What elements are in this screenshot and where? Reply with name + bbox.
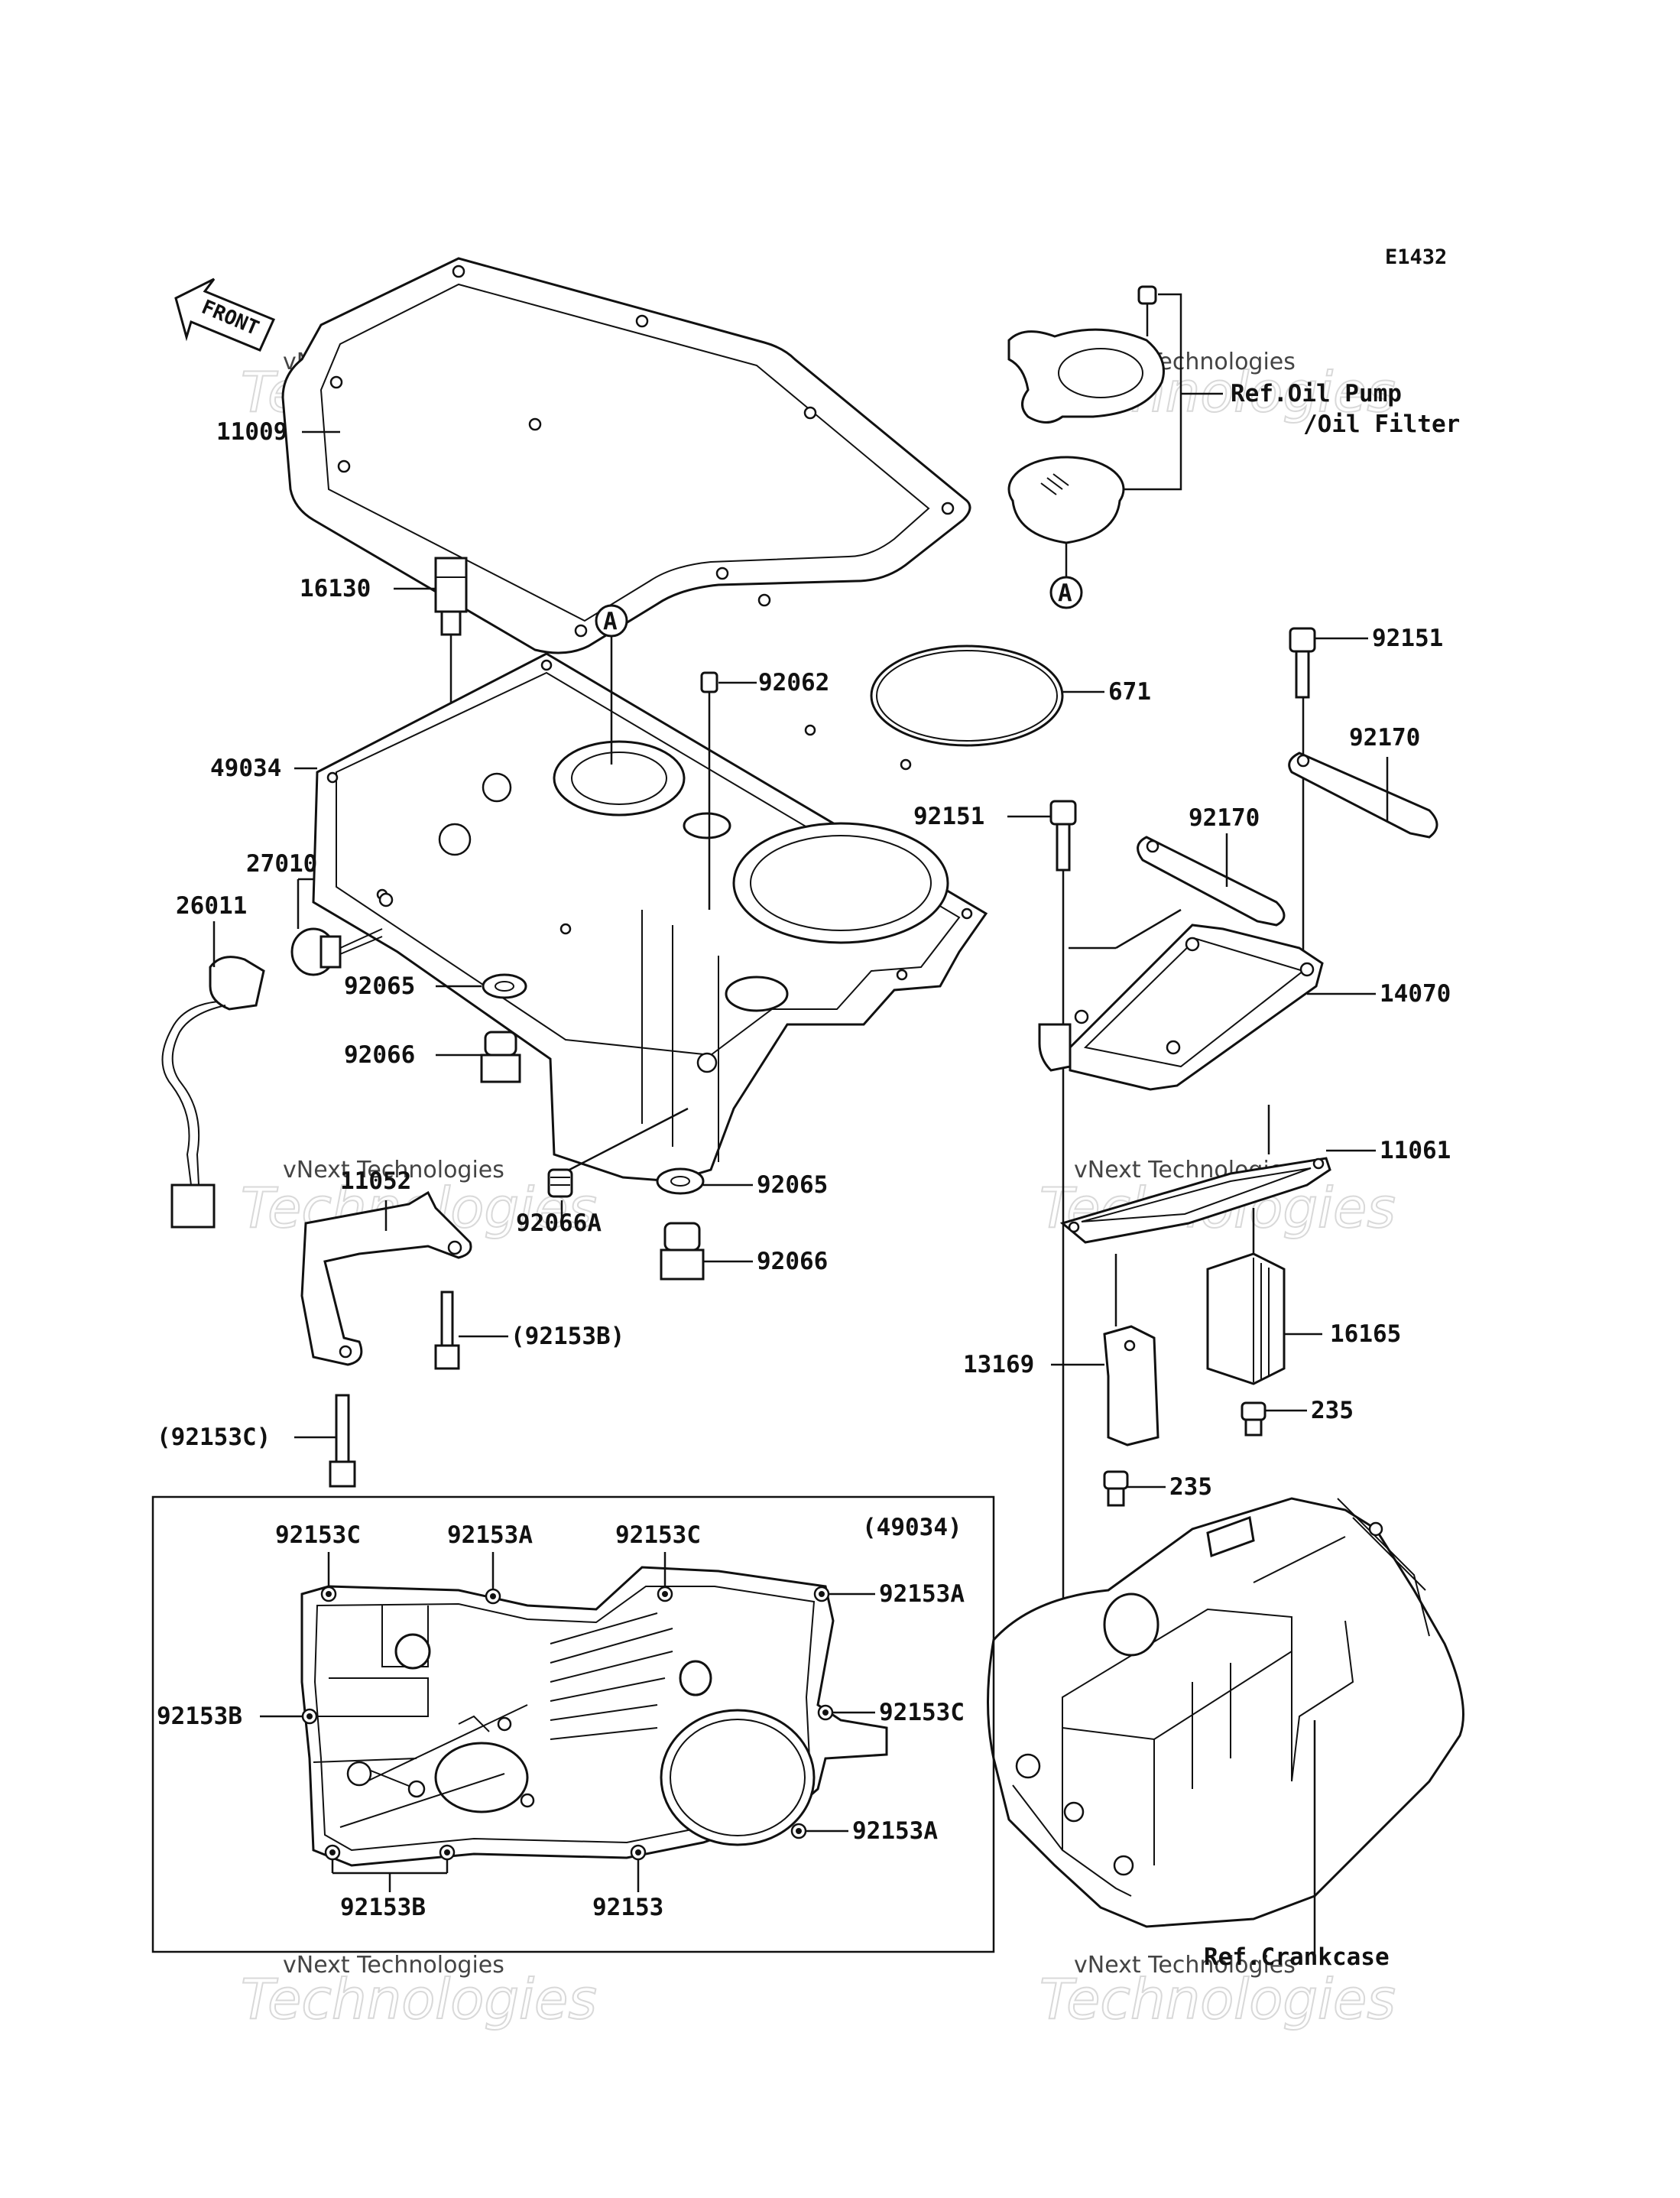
screw	[1241, 1401, 1266, 1437]
front-arrow-icon: FRONT	[174, 278, 276, 352]
label-235-lower: 235	[1169, 1473, 1212, 1501]
inset-label-92153a-right: 92153A	[879, 1580, 965, 1608]
washer	[482, 973, 527, 999]
plug-92066a	[547, 1168, 573, 1198]
label-ref-crankcase: Ref.Crankcase	[1204, 1943, 1390, 1971]
cover-14070	[1038, 924, 1324, 1091]
switch-lead	[161, 956, 265, 1229]
oil-pan-gasket	[281, 257, 971, 654]
bracket-13169	[1103, 1325, 1159, 1446]
bolt	[1049, 800, 1077, 872]
washer	[656, 1167, 705, 1195]
inset-frame	[151, 1495, 995, 1953]
inset-oil-pan-bottom-view: (49034)	[151, 1495, 995, 1953]
inset-label-92153a-top: 92153A	[447, 1521, 533, 1549]
callout-a	[1049, 576, 1083, 609]
label-92153b-paren: (92153B)	[511, 1323, 624, 1350]
bracket-11052	[300, 1190, 472, 1366]
callout-a-label: A	[603, 608, 618, 635]
drain-plug	[480, 1031, 521, 1083]
o-ring	[870, 644, 1064, 747]
diagram-code: E1432	[1385, 245, 1447, 269]
plate-92170	[1137, 836, 1286, 927]
label-49034: 49034	[210, 755, 281, 782]
plate-92170	[1288, 752, 1438, 839]
bolt	[434, 1291, 460, 1370]
label-671: 671	[1108, 678, 1151, 706]
watermark-text: Technologies	[1039, 1967, 1396, 2031]
drain-plug	[660, 1222, 705, 1281]
label-92066-lower: 92066	[757, 1248, 828, 1275]
label-26011: 26011	[176, 892, 247, 920]
label-16130: 16130	[300, 575, 371, 602]
label-92153c-paren: (92153C)	[157, 1424, 271, 1451]
label-235-upper: 235	[1311, 1397, 1354, 1424]
watermark-text: vNext Technologies	[1074, 1952, 1296, 1979]
label-14070: 14070	[1380, 980, 1451, 1008]
label-27010: 27010	[246, 850, 317, 878]
label-ref-oil-pump: Ref.Oil Pump	[1231, 380, 1402, 407]
callout-a-label: A	[1058, 580, 1072, 607]
inset-label-92153-bottom: 92153	[592, 1894, 663, 1921]
valve-16165	[1206, 1252, 1286, 1385]
inset-label-92153b-bottom: 92153B	[340, 1894, 426, 1921]
gasket-11061	[1059, 1157, 1331, 1244]
bolt	[329, 1394, 356, 1488]
crankcase	[987, 1497, 1464, 1928]
inset-label-92153c-top: 92153C	[615, 1521, 701, 1549]
screw	[1103, 1470, 1129, 1507]
label-11052: 11052	[340, 1167, 411, 1195]
label-92065-lower: 92065	[757, 1171, 828, 1199]
dowel-pin	[700, 671, 718, 693]
label-92065-upper: 92065	[344, 972, 415, 1000]
inset-label-92153b-left: 92153B	[157, 1703, 242, 1730]
label-92151-middle: 92151	[913, 803, 984, 830]
label-ref-oil-filter: /Oil Filter	[1303, 411, 1460, 438]
label-11061: 11061	[1380, 1137, 1451, 1164]
inset-title: (49034)	[862, 1514, 962, 1541]
bolt	[1289, 627, 1316, 699]
label-92170-upper: 92170	[1349, 724, 1420, 752]
oil-strainer	[1007, 285, 1165, 544]
label-13169: 13169	[963, 1351, 1034, 1378]
label-92170-lower: 92170	[1189, 804, 1260, 832]
inset-label-92153c-right: 92153C	[879, 1699, 965, 1726]
watermark-text: vNext Technologies	[283, 1157, 504, 1183]
watermark-text: vNext Technologies	[283, 1952, 504, 1979]
label-11009: 11009	[216, 418, 287, 446]
label-92066-upper: 92066	[344, 1041, 415, 1069]
label-92066a: 92066A	[516, 1209, 602, 1237]
watermark-text: Technologies	[241, 1967, 597, 2031]
label-92062: 92062	[758, 669, 829, 696]
label-16165: 16165	[1330, 1320, 1401, 1348]
label-92151-upper: 92151	[1372, 625, 1443, 652]
inset-label-92153a-bottom-right: 92153A	[852, 1817, 938, 1845]
inset-label-92153c-top-left: 92153C	[275, 1521, 361, 1549]
oil-pipe-fitting	[434, 557, 468, 636]
oil-pressure-switch	[290, 927, 383, 976]
oil-pan	[312, 652, 988, 1183]
